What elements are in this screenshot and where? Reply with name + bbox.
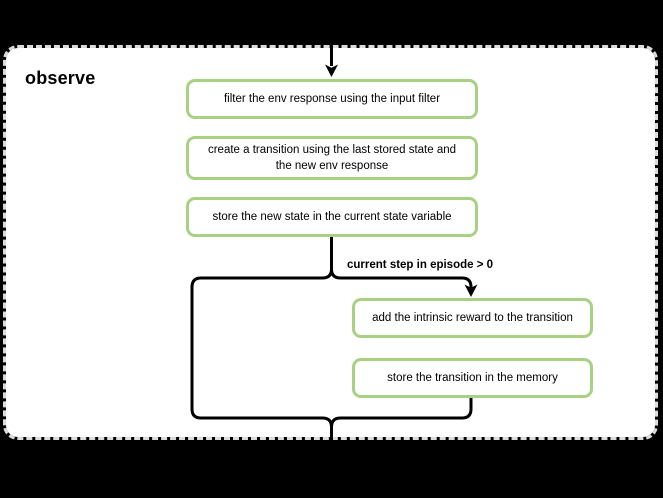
node-filter-env-response: filter the env response using the input …	[186, 79, 478, 119]
node-store-new-state: store the new state in the current state…	[186, 197, 478, 237]
node-create-transition: create a transition using the last store…	[186, 136, 478, 180]
group-title: observe	[25, 68, 96, 88]
branch-condition-label: current step in episode > 0	[347, 259, 494, 271]
node-store-transition: store the transition in the memory	[352, 358, 593, 398]
node-add-intrinsic-reward: add the intrinsic reward to the transiti…	[352, 298, 593, 338]
